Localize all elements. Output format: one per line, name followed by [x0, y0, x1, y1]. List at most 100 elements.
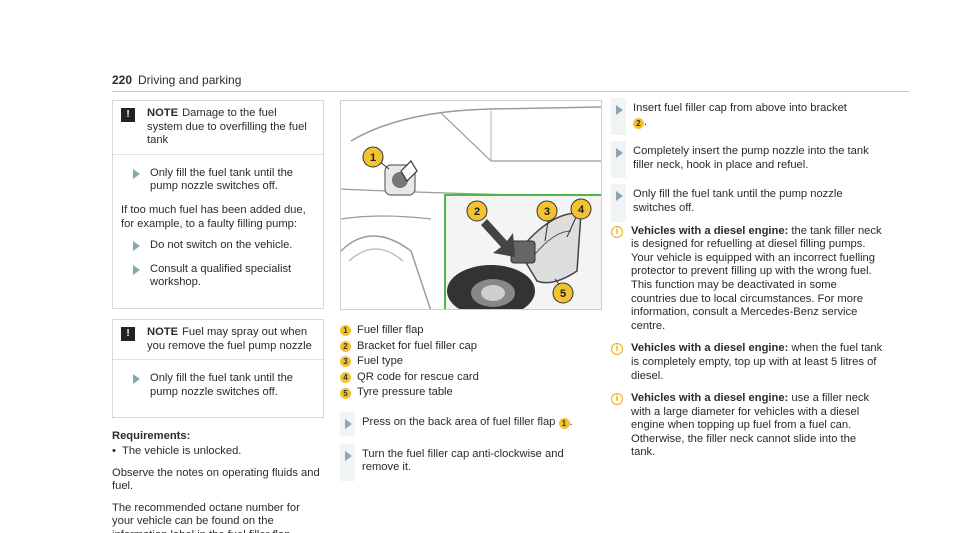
arrow-icon: [133, 374, 140, 385]
callout-2: 2: [466, 200, 488, 222]
note-body: Only fill the fuel tank until the pump n…: [113, 360, 323, 417]
fuel-filler-illustration: 1 2 3 4 5: [340, 100, 602, 310]
arrow-icon: [345, 418, 352, 429]
legend-number: 3: [340, 356, 351, 368]
legend-list: 1 Fuel filler flap 2 Bracket for fuel fill…: [340, 324, 602, 400]
arrow-icon: [345, 450, 352, 461]
note-body: Only fill the fuel tank until the pump n…: [113, 155, 323, 308]
svg-text:2: 2: [474, 206, 480, 218]
requirement-item: • The vehicle is unlocked.: [112, 445, 324, 459]
sentence-period: .: [644, 115, 648, 128]
instruction-step: Consult a qualified specialist workshop.: [121, 263, 315, 290]
callout-4: 4: [570, 198, 592, 220]
instruction-step: Turn the fuel filler cap anti-clockwise …: [340, 443, 602, 481]
step-text: Press on the back area of fuel filler fl…: [362, 415, 556, 428]
step-bar: [611, 141, 626, 179]
info-note: i Vehicles with a diesel engine: the tan…: [611, 225, 883, 334]
instruction-step: Insert fuel filler cap from above into b…: [611, 98, 883, 136]
page-header: 220 Driving and parking: [112, 72, 909, 92]
legend-text: Fuel type: [357, 355, 404, 368]
info-lead: Vehicles with a diesel engine:: [631, 342, 789, 355]
info-note: i Vehicles with a diesel engine: use a f…: [611, 392, 883, 460]
arrow-icon: [133, 168, 140, 179]
note-label: NOTE: [147, 325, 179, 338]
step-text: Only fill the fuel tank until the pump n…: [150, 372, 294, 398]
info-icon: i: [611, 225, 623, 238]
step-bar: [611, 98, 626, 136]
arrow-icon: [616, 191, 623, 202]
page-number: 220: [112, 73, 133, 87]
callout-1: 1: [362, 146, 384, 168]
legend-text: QR code for rescue card: [357, 370, 479, 383]
instruction-step: Press on the back area of fuel filler fl…: [340, 411, 602, 436]
arrow-icon: [133, 264, 140, 275]
legend-text: Tyre pressure table: [357, 386, 453, 399]
legend-item: 5 Tyre pressure table: [340, 386, 602, 400]
note-label: NOTE: [147, 107, 179, 119]
callout-5: 5: [552, 282, 574, 304]
bullet-icon: •: [112, 444, 116, 457]
legend-number: 2: [340, 340, 351, 352]
warning-icon: !: [121, 108, 135, 122]
step-text: Only fill the fuel tank until the pump n…: [633, 188, 843, 214]
reference-number: 1: [558, 417, 570, 429]
info-icon: i: [611, 343, 623, 356]
arrow-icon: [616, 148, 623, 159]
arrow-icon: [133, 241, 140, 252]
legend-item: 2 Bracket for fuel filler cap: [340, 340, 602, 354]
instruction-step: Completely insert the pump nozzle into t…: [611, 141, 883, 179]
legend-number: 4: [340, 372, 351, 384]
reference-number: 2: [633, 117, 644, 129]
legend-text: Fuel filler flap: [357, 324, 424, 336]
legend-item: 3 Fuel type: [340, 355, 602, 369]
warning-icon: !: [121, 326, 135, 341]
section-title: Driving and parking: [138, 73, 242, 87]
step-bar: [340, 443, 355, 481]
car-fuel-flap-drawing: 1 2 3 4 5: [341, 106, 601, 309]
info-body: the tank filler neck is designed for ref…: [631, 224, 882, 332]
step-text: Turn the fuel filler cap anti-clockwise …: [362, 447, 564, 474]
column-right: Insert fuel filler cap from above into b…: [611, 98, 883, 460]
instruction-step: Only fill the fuel tank until the pump n…: [611, 184, 883, 222]
paragraph: Observe the notes on operating fluids an…: [112, 466, 320, 493]
paragraph: The recommended octane number for your v…: [112, 501, 300, 533]
instruction-step: Only fill the fuel tank until the pump n…: [121, 372, 315, 399]
step-text: Only fill the fuel tank until the pump n…: [150, 166, 294, 193]
legend-number: 5: [340, 387, 351, 399]
info-note: i Vehicles with a diesel engine: when th…: [611, 342, 883, 383]
step-bar: [611, 184, 626, 222]
instruction-step: Do not switch on the vehicle.: [121, 239, 315, 253]
info-text: Vehicles with a diesel engine: when the …: [631, 342, 883, 383]
info-text: Vehicles with a diesel engine: the tank …: [631, 225, 883, 334]
note-text: Damage to the fuel system due to overfil…: [147, 107, 307, 147]
step-text: Completely insert the pump nozzle into t…: [633, 145, 869, 171]
legend-text: Bracket for fuel filler cap: [357, 339, 478, 352]
step-text: Insert fuel filler cap from above into b…: [633, 102, 847, 114]
legend-item: 4 QR code for rescue card: [340, 371, 602, 385]
info-body: when the fuel tank is completely empty, …: [631, 342, 883, 382]
info-text: Vehicles with a diesel engine: use a fil…: [631, 392, 883, 460]
info-lead: Vehicles with a diesel engine:: [631, 392, 789, 405]
svg-text:5: 5: [560, 288, 566, 300]
step-text: Do not switch on the vehicle.: [150, 239, 293, 252]
arrow-icon: [616, 105, 623, 115]
step-text: Consult a qualified specialist workshop.: [150, 262, 292, 289]
svg-text:1: 1: [370, 152, 376, 164]
note-text: Fuel may spray out when you remove the f…: [147, 325, 312, 352]
legend-number: 1: [340, 325, 351, 337]
svg-text:3: 3: [544, 206, 550, 218]
callout-3: 3: [536, 200, 558, 222]
info-body: use a filler neck with a large diameter …: [631, 392, 870, 459]
requirement-text: The vehicle is unlocked.: [122, 444, 242, 457]
svg-text:4: 4: [578, 204, 585, 216]
legend-item: 1 Fuel filler flap: [340, 324, 602, 338]
info-lead: Vehicles with a diesel engine:: [631, 224, 789, 237]
